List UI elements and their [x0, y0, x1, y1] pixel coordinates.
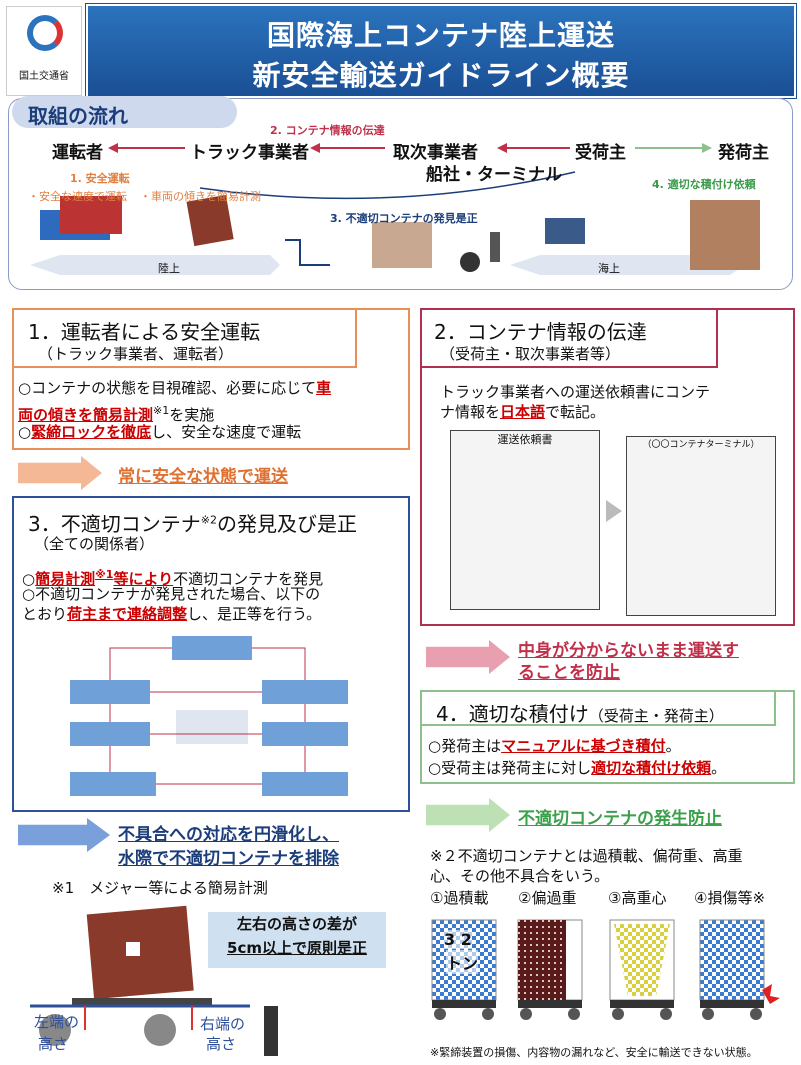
s4-l1c: 。	[665, 737, 681, 755]
s2-l2c: で転記。	[545, 403, 606, 421]
s4-result: 不適切コンテナの発生防止	[518, 809, 722, 829]
flow-truck: トラック事業者	[190, 143, 309, 163]
s4-l1a: ○発荷主は	[428, 737, 502, 755]
s1-arrow-icon	[18, 456, 102, 490]
s4-l2b: 適切な積付け依頼	[591, 759, 712, 777]
section2-title: 2．コンテナ情報の伝達	[434, 320, 647, 344]
s1-l3c: し、安全な速度で運転	[151, 423, 302, 441]
measure-callout: 左右の高さの差が 5cm以上で原則是正	[208, 912, 386, 968]
overload-label2: トン	[446, 950, 479, 974]
s1-result: 常に安全な状態で運送	[118, 467, 288, 487]
flow-shipline: 船社・ターミナル	[426, 165, 562, 185]
s2-arrow-icon	[426, 640, 510, 674]
title-line1: 国際海上コンテナ陸上運送	[266, 19, 615, 52]
right-label2: 高さ	[206, 1035, 237, 1053]
org-name: 国土交通省	[19, 71, 69, 82]
s3-l1d: 等により	[113, 570, 174, 588]
flow-step1: 1. 安全運転	[70, 172, 130, 185]
s2-l2a: ナ情報を	[440, 403, 501, 421]
flow-driver: 運転者	[52, 143, 103, 163]
s3-l3a: とおり	[22, 605, 68, 623]
section2-header	[420, 308, 718, 368]
left-label1: 左端の	[34, 1013, 80, 1031]
flow-step1b: ・車両の傾きを簡易計測	[140, 190, 261, 203]
flow-shipper: 発荷主	[718, 143, 769, 163]
left-label2: 高さ	[38, 1035, 69, 1053]
s3-arrow-icon	[18, 818, 110, 852]
flow-consignee: 受荷主	[575, 143, 626, 163]
flow-step2: 2. コンテナ情報の伝達	[270, 124, 385, 137]
s3-title-sup: ※2	[200, 513, 217, 527]
s1-l3a: ○	[18, 423, 32, 441]
case4-label: ④損傷等※	[694, 889, 766, 907]
flow-forwarder: 取次事業者	[393, 143, 478, 163]
s2-result2: ることを防止	[518, 663, 620, 683]
s3-l1b: 簡易計測	[35, 570, 96, 588]
s3-result2: 水際で不適切コンテナを排除	[118, 849, 339, 869]
form-title: 運送依頼書	[497, 433, 553, 446]
callout-line2: 5cm以上で原則是正	[227, 939, 367, 957]
ministry-logo: 国土交通省	[6, 6, 82, 96]
flow-step4: 4. 適切な積付け依頼	[652, 178, 756, 191]
section3-sub: （全ての関係者）	[34, 535, 155, 553]
s3-title-end: の発見及び是正	[216, 512, 357, 536]
transport-request-form: 運送依頼書	[450, 430, 600, 610]
s3-result1: 不具合への対応を円滑化し、	[118, 825, 339, 845]
note1-title: ※1 メジャー等による簡易計測	[52, 879, 268, 897]
s1-l2c: を実施	[169, 406, 215, 424]
s3-title: 3．不適切コンテナ	[28, 512, 201, 536]
s1-l2a: 両の傾きを簡易計測	[18, 406, 154, 424]
s4-arrow-icon	[426, 798, 510, 832]
s1-l2b: ※1	[153, 404, 170, 417]
flow-step3: 3. 不適切コンテナの発見是正	[330, 212, 478, 225]
section4-sub: （受荷主・発荷主）	[588, 707, 724, 725]
note2-l1: ※２不適切コンテナとは過積載、偏荷重、高重	[430, 847, 743, 865]
s3-l2: ○不適切コンテナが発見された場合、以下の	[22, 585, 321, 603]
s3-l1c: ※1	[95, 568, 114, 581]
flow-sea: 海上	[598, 262, 620, 275]
s2-result1: 中身が分からないまま運送す	[518, 641, 739, 661]
callout-line1: 左右の高さの差が	[236, 915, 357, 933]
title-banner: 国際海上コンテナ陸上運送 新安全輸送ガイドライン概要	[86, 4, 796, 98]
s2-l1: トラック事業者への運送依頼書にコンテ	[440, 383, 711, 401]
case2-label: ②偏過重	[518, 889, 577, 907]
section1-sub: （トラック事業者、運転者）	[38, 345, 234, 363]
s1-l1a: ○コンテナの状態を目視確認、必要に応じて	[18, 379, 317, 397]
overload-label1: 3 2	[444, 930, 472, 949]
case3-label: ③高重心	[608, 889, 667, 907]
s1-l1b: 車	[316, 379, 332, 397]
form2-title: （〇〇コンテナターミナル）	[642, 440, 760, 450]
s3-l3b: 荷主まで連絡調整	[67, 605, 188, 623]
s3-l1e: 不適切コンテナを発見	[173, 570, 324, 588]
note2-foot: ※緊締装置の損傷、内容物の漏れなど、安全に輸送できない状態。	[430, 1046, 758, 1059]
flow-title: 取組の流れ	[12, 96, 237, 128]
flow-step1a: ・安全な速度で運転	[28, 190, 127, 203]
s2-l2b: 日本語	[500, 403, 546, 421]
flow-land: 陸上	[158, 262, 180, 275]
s3-l3c: し、是正等を行う。	[187, 605, 322, 623]
s1-l3b: 緊締ロックを徹底	[31, 423, 152, 441]
note2-l2: 心、その他不具合をいう。	[430, 867, 610, 885]
section2-sub: （受荷主・取次事業者等）	[440, 345, 621, 363]
section4-title: 4．適切な積付け	[436, 702, 589, 726]
flow-arrows	[30, 143, 760, 275]
s4-l2a: ○受荷主は発荷主に対し	[428, 759, 592, 777]
logo-emblem-icon	[27, 15, 63, 51]
section1-header	[12, 308, 357, 368]
s4-l1b: マニュアルに基づき積付	[501, 737, 666, 755]
title-line2: 新安全輸送ガイドライン概要	[252, 59, 630, 92]
case1-label: ①過積載	[430, 889, 489, 907]
s3-l1a: ○	[22, 570, 36, 588]
section1-title: 1．運転者による安全運転	[28, 320, 261, 344]
right-label1: 右端の	[200, 1015, 246, 1033]
s4-l2c: 。	[711, 759, 727, 777]
section4-header	[420, 690, 776, 726]
container-info-form: （〇〇コンテナターミナル）	[626, 436, 776, 616]
